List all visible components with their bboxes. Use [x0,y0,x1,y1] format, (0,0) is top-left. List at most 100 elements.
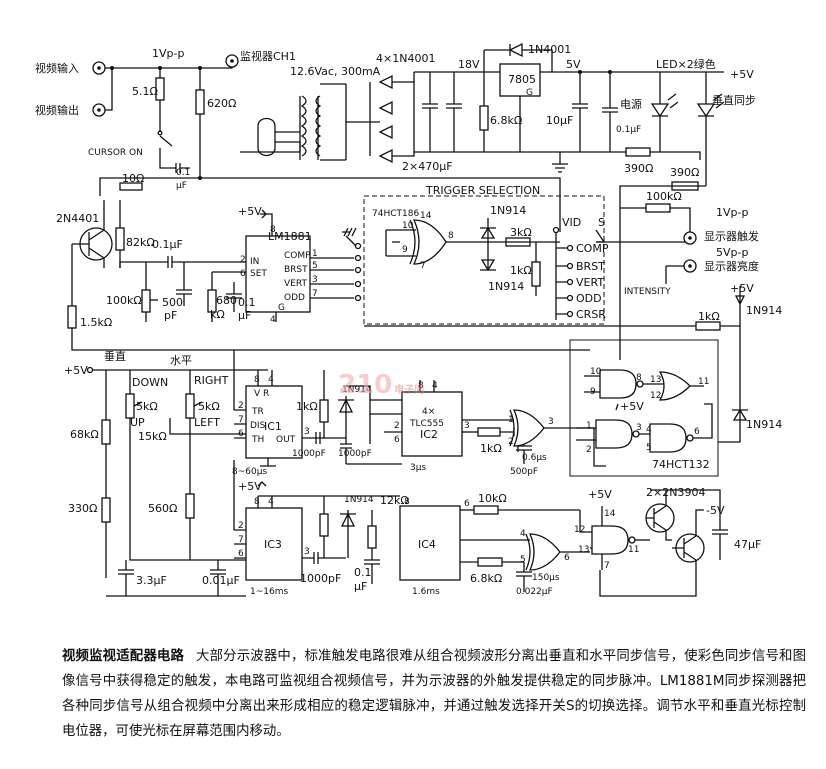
label-r560: 560Ω [148,502,177,515]
svg-text:7: 7 [312,289,318,299]
label-r390b: 390Ω [670,166,699,179]
svg-text:2: 2 [238,521,244,531]
label-r5k-b: 5kΩ [198,400,220,413]
label-g: G [278,303,285,313]
label-odd: ODD [284,293,305,303]
label-kohm: kΩ [210,308,225,321]
nand-gate-3 [649,423,687,453]
xor-gate-74hct86 [412,219,447,265]
label-v1pp-trig: 1Vp-p [716,206,748,219]
svg-text:4: 4 [646,425,652,435]
svg-text:3: 3 [464,421,470,431]
label-t116: 1~16ms [250,587,288,597]
resistor-1k-ic1 [319,399,329,423]
resistor-6.8k-psu [479,105,489,131]
svg-text:8: 8 [418,381,424,391]
diode-1n914-b [480,259,496,272]
svg-text:3: 3 [312,275,318,285]
label-t150: 150μs [532,573,560,583]
svg-text:3: 3 [548,417,554,427]
label-1n914-d: 1N914 [746,418,782,431]
resistor-1.5k-bias [67,305,77,329]
svg-text:12: 12 [574,525,585,535]
label-caps: 2×470μF [402,160,453,173]
label-1n914-c: 1N914 [746,304,782,317]
potentiometer-100k [141,289,151,313]
label-r1k-t: 1kΩ [510,264,532,277]
label-1n914-a: 1N914 [490,204,526,217]
label-uf: μF [176,181,187,191]
label-r68k-b: 6.8kΩ [470,572,502,585]
label-cursor-on: CURSOR ON [88,148,143,158]
label-r5k-a: 5kΩ [136,400,158,413]
svg-text:5: 5 [646,443,652,453]
caption-body: 大部分示波器中，标准触发电路很难从组合视频波形分离出垂直和水平同步信号，使彩色同… [62,649,806,739]
resistor-10k [473,505,499,515]
label-uf2: μF [238,309,251,322]
svg-text:8: 8 [448,231,454,241]
label-c01: 0.1 [176,168,190,178]
resistor-82k [115,227,125,251]
label-s: S [598,216,605,229]
svg-text:2: 2 [508,437,514,447]
caption: 视频监视适配器电路大部分示波器中，标准触发电路很难从组合视频波形分离出垂直和水平… [62,644,806,744]
svg-text:4: 4 [520,529,526,539]
ic4-body [399,505,461,581]
label-7805: 7805 [508,73,536,86]
transformer [299,95,307,160]
label-c1000c: 1000pF [300,572,341,585]
label-brst: BRST [284,265,308,275]
label-hct132: 74HCT132 [652,458,710,471]
nand-gates-74hct132 [569,339,719,477]
svg-text:2: 2 [394,421,400,431]
ac-plug [257,117,276,157]
svg-text:13: 13 [578,545,589,555]
label-s-odd: ODD [576,292,602,305]
label-r1k-ic2: 1kΩ [480,442,502,455]
label-r82k: 82kΩ [126,236,155,249]
label-tlc555: TLC555 [409,419,444,429]
label-m5v: -5V [706,504,725,517]
svg-text:10: 10 [590,367,602,377]
resistor-1k-ic2 [477,427,501,437]
label-ic4: IC4 [418,538,436,551]
ic3-timer [233,460,400,584]
label-p5v-led: +5V [730,68,754,81]
label-diodes: 4×1N4001 [376,52,435,65]
svg-text:6: 6 [240,269,246,279]
label-r100k-b: 100kΩ [646,190,682,203]
label-v1pp: 1Vp-p [152,47,184,60]
label-r620: 620Ω [207,97,236,110]
label-s-brst: BRST [576,260,605,273]
watermark-number: 210 [338,370,393,400]
video-input-section [67,54,590,351]
label-2n4401: 2N4401 [56,212,99,225]
ic4-timer [399,505,590,592]
label-video-in: 视频输入 [35,61,79,75]
label-ic3: IC3 [264,538,282,551]
resistor-1k-trigger [531,261,541,287]
label-r3k: 3kΩ [510,226,532,239]
label-r680: 680 [216,294,237,307]
pot-5k-horizontal [185,393,195,419]
label-c001: 0.01μF [202,574,240,587]
label-1n914-b: 1N914 [488,280,524,293]
svg-text:4: 4 [432,381,438,391]
label-vert: VERT [284,279,307,289]
label-p5v-d: +5V [730,282,754,295]
svg-text:8: 8 [270,225,276,235]
label-c01-2: 0.1 [238,296,256,309]
label-lm1881: LM1881 [268,230,312,243]
svg-text:2: 2 [586,445,592,455]
svg-text:7: 7 [238,535,244,545]
svg-text:14: 14 [604,509,616,519]
resistor-390ohm-a [625,147,651,157]
label-uf3: μF [354,580,367,593]
label-c0022: 0.022μF [516,587,553,597]
svg-text:6: 6 [694,427,700,437]
svg-text:8: 8 [254,375,260,385]
label-c01uf-b: 0.1μF [152,238,183,251]
label-set: SET [250,269,267,279]
label-c33: 3.3μF [136,574,167,587]
bridge-diode-1 [378,74,393,90]
